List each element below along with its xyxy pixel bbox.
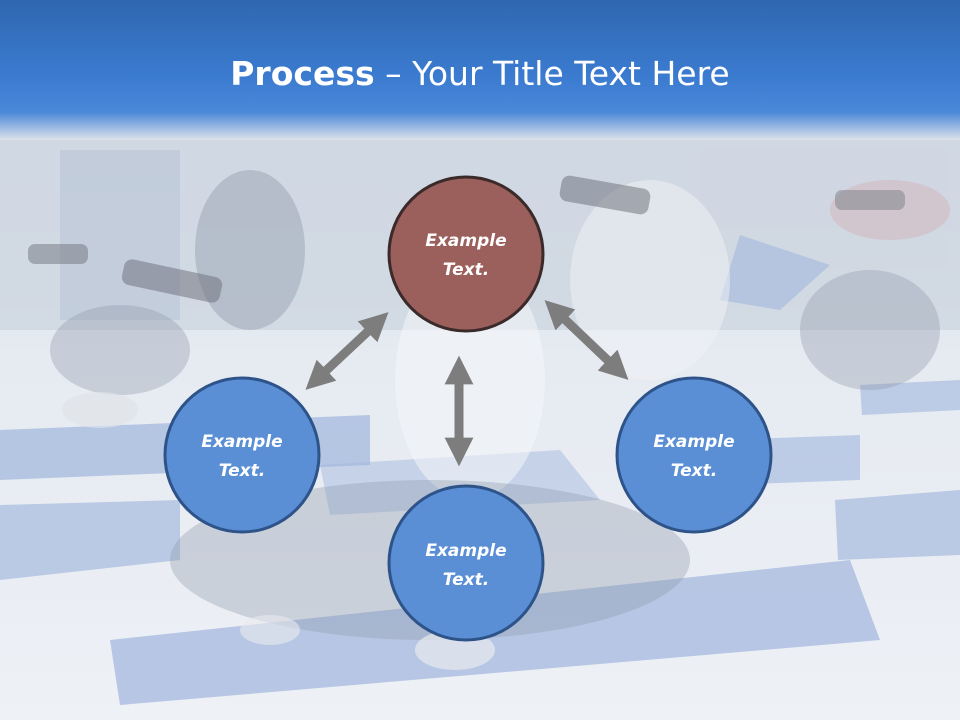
title-bar — [0, 0, 960, 140]
node-left-line2: Text. — [219, 461, 265, 481]
node-right: Example Text. — [615, 376, 773, 534]
node-bottom-line2: Text. — [443, 570, 489, 590]
node-top-line1: Example — [425, 231, 506, 251]
node-left-circle — [163, 376, 321, 534]
node-bottom-line1: Example — [425, 541, 506, 561]
title-rest: Your Title Text Here — [412, 54, 730, 93]
title-separator: – — [374, 54, 413, 93]
node-right-line2: Text. — [671, 461, 717, 481]
node-left-line1: Example — [201, 432, 282, 452]
title-bold: Process — [230, 54, 375, 93]
node-top: Example Text. — [387, 175, 545, 333]
slide-title: Process – Your Title Text Here — [0, 52, 960, 96]
node-bottom-circle — [387, 484, 545, 642]
node-right-circle — [615, 376, 773, 534]
node-top-line2: Text. — [443, 260, 489, 280]
node-left: Example Text. — [163, 376, 321, 534]
node-top-circle — [387, 175, 545, 333]
node-right-line1: Example — [653, 432, 734, 452]
arrow-top-right — [544, 300, 629, 380]
arrow-top-left — [305, 312, 389, 390]
node-bottom: Example Text. — [387, 484, 545, 642]
